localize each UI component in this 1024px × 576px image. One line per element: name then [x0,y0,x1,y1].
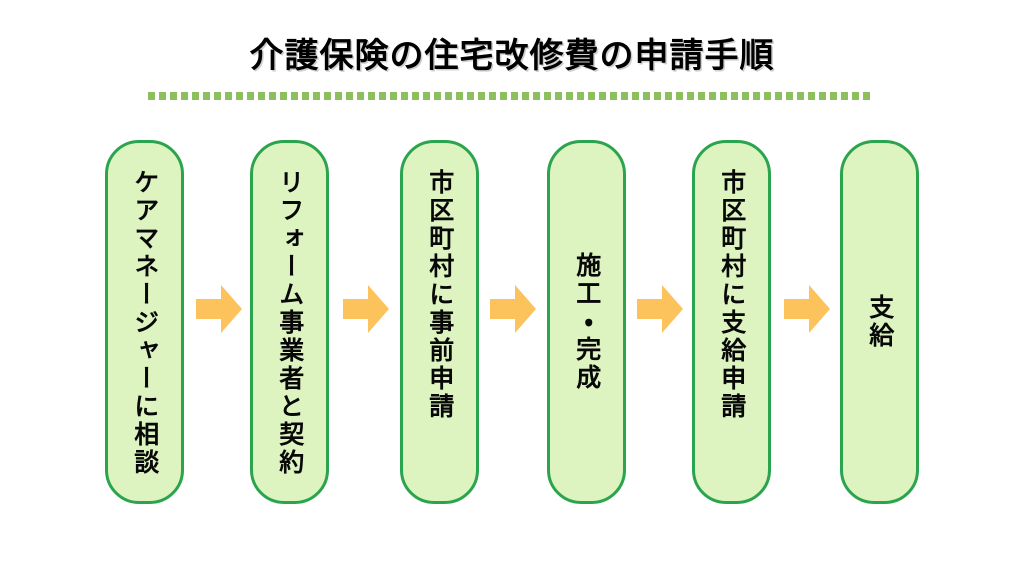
flow-step-1-label: ケアマネージャーに相談 [130,169,160,477]
process-flow: ケアマネージャーに相談 リフォーム事業者と契約 市区町村に事前申請 施工・完成 [0,140,1024,504]
right-arrow-icon-2 [343,285,389,333]
flow-step-3-label: 市区町村に事前申請 [425,169,455,421]
right-arrow-icon-1 [196,285,242,333]
flow-step-6-label: 支給 [865,294,895,350]
flow-step-1[interactable]: ケアマネージャーに相談 [105,140,184,504]
title-dotted-rule [148,92,870,100]
flow-step-5[interactable]: 市区町村に支給申請 [692,140,771,504]
page-title: 介護保険の住宅改修費の申請手順 [249,36,775,76]
flow-step-2-label: リフォーム事業者と契約 [275,169,305,477]
title-area: 介護保険の住宅改修費の申請手順 [0,36,1024,100]
right-arrow-icon-4 [637,285,683,333]
right-arrow-icon-5 [784,285,830,333]
flow-step-6[interactable]: 支給 [840,140,919,504]
flow-step-4-label: 施工・完成 [572,252,602,392]
right-arrow-icon-3 [490,285,536,333]
flow-step-3[interactable]: 市区町村に事前申請 [400,140,479,504]
flow-step-4[interactable]: 施工・完成 [547,140,626,504]
flow-step-2[interactable]: リフォーム事業者と契約 [250,140,329,504]
flow-step-5-label: 市区町村に支給申請 [717,169,747,421]
